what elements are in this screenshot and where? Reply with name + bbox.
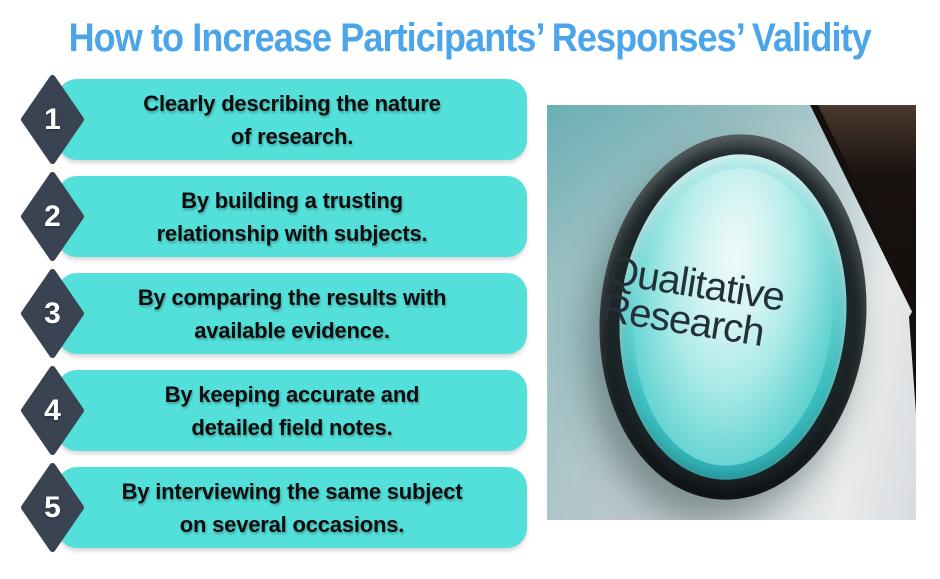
qualitative-research-photo: Qualitative Research — [547, 105, 916, 520]
step-number: 1 — [44, 102, 61, 136]
badge-text: Qualitative Research — [547, 105, 916, 520]
list-item: By interviewing the same subject on seve… — [0, 463, 545, 552]
step-number-diamond: 4 — [21, 366, 84, 455]
step-number-diamond: 1 — [21, 75, 84, 164]
step-bar: By keeping accurate and detailed field n… — [57, 370, 527, 451]
step-bar: By interviewing the same subject on seve… — [57, 467, 527, 548]
step-text: By keeping accurate and detailed field n… — [164, 381, 420, 440]
steps-list: Clearly describing the nature of researc… — [0, 75, 545, 564]
diamond-shape-icon — [21, 269, 84, 358]
list-item: By keeping accurate and detailed field n… — [0, 366, 545, 455]
page-title-text: How to Increase Participants’ Responses’… — [68, 16, 872, 60]
list-item: By building a trusting relationship with… — [0, 172, 545, 261]
list-item: Clearly describing the nature of researc… — [0, 75, 545, 164]
step-bar: Clearly describing the nature of researc… — [57, 79, 527, 160]
step-number-diamond: 2 — [21, 172, 84, 261]
step-bar: By comparing the results with available … — [57, 273, 527, 354]
step-number: 4 — [44, 393, 61, 427]
step-text: By interviewing the same subject on seve… — [121, 478, 463, 537]
step-number-diamond: 5 — [21, 463, 84, 552]
step-number: 5 — [44, 490, 61, 524]
diamond-shape-icon — [21, 463, 84, 552]
dark-corner-overlay — [810, 105, 916, 413]
step-number-diamond: 3 — [21, 269, 84, 358]
diamond-shape-icon — [21, 75, 84, 164]
step-text: By comparing the results with available … — [137, 284, 447, 343]
step-text: Clearly describing the nature of researc… — [143, 90, 441, 149]
step-bar: By building a trusting relationship with… — [57, 176, 527, 257]
page-title: How to Increase Participants’ Responses’… — [0, 16, 940, 61]
step-number: 3 — [44, 296, 61, 330]
diamond-shape-icon — [21, 172, 84, 261]
step-number: 2 — [44, 199, 61, 233]
diamond-shape-icon — [21, 366, 84, 455]
list-item: By comparing the results with available … — [0, 269, 545, 358]
step-text: By building a trusting relationship with… — [156, 187, 428, 246]
